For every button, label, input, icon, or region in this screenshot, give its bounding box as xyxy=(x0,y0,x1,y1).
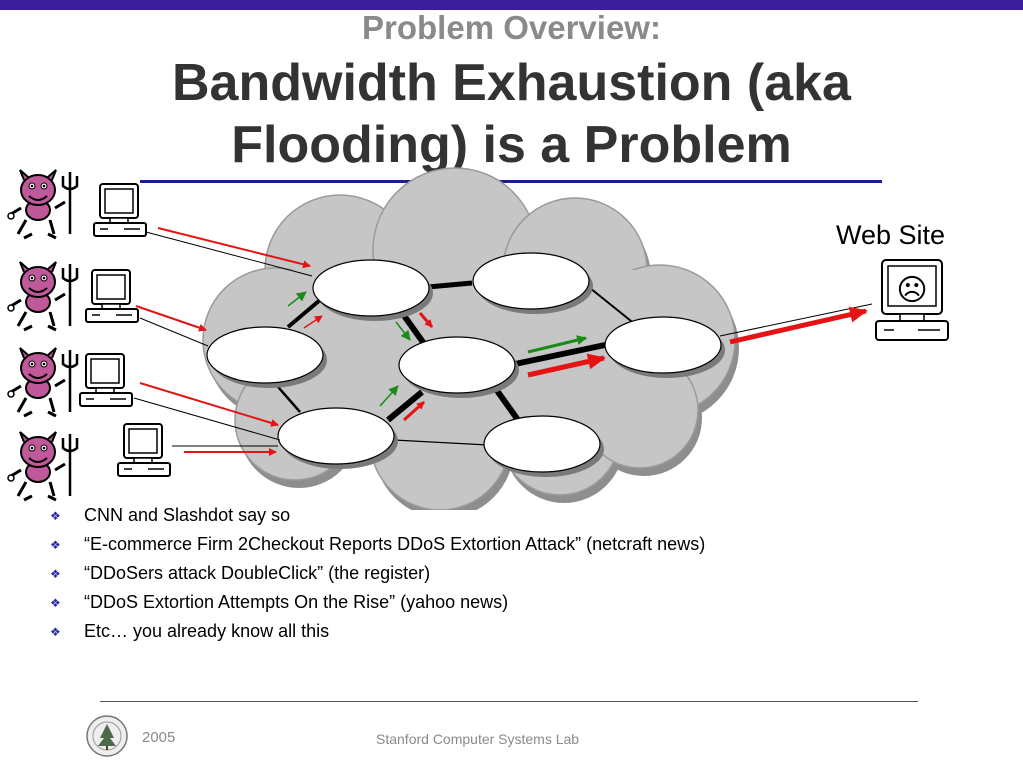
stanford-seal-icon xyxy=(86,715,128,757)
bullet-diamond-icon: ❖ xyxy=(50,625,61,639)
attacker-computer-icon-2 xyxy=(85,269,139,323)
router-node xyxy=(604,316,722,374)
top-accent-bar xyxy=(0,0,1023,10)
router-nodes xyxy=(206,252,725,477)
router-node xyxy=(312,259,430,317)
bullet-diamond-icon: ❖ xyxy=(50,567,61,581)
router-node xyxy=(277,407,395,465)
attacker-computer-icon-4 xyxy=(117,423,171,477)
bullet-item: ❖Etc… you already know all this xyxy=(48,619,705,648)
attacker-devil-icon-1 xyxy=(6,168,79,240)
router-node xyxy=(398,336,516,394)
router-node xyxy=(206,326,324,384)
bullet-item: ❖“E-commerce Firm 2Checkout Reports DDoS… xyxy=(48,532,705,561)
attacker-devil-icon-4 xyxy=(6,430,79,502)
attacker-computer-icon-3 xyxy=(79,353,133,407)
attack-arrows xyxy=(135,227,868,456)
bullet-diamond-icon: ❖ xyxy=(50,538,61,552)
web-site-label: Web Site xyxy=(836,220,946,250)
bullet-diamond-icon: ❖ xyxy=(50,596,61,610)
slide-title-line-1: Bandwidth Exhaustion (aka xyxy=(172,54,851,112)
bullet-diamond-icon: ❖ xyxy=(50,509,61,523)
bullet-item: ❖“DDoS Extortion Attempts On the Rise” (… xyxy=(48,590,705,619)
title-underline xyxy=(140,180,882,183)
router-node xyxy=(472,252,590,310)
footer-lab-name: Stanford Computer Systems Lab xyxy=(376,731,580,747)
legit-arrows xyxy=(287,291,587,407)
footer-rule xyxy=(100,701,918,702)
access-links xyxy=(133,231,873,447)
router-node xyxy=(483,415,601,473)
network-diagram: ☹ xyxy=(6,167,949,510)
attacker-devil-icon-2 xyxy=(6,260,79,332)
slide-subtitle: Problem Overview: xyxy=(362,9,661,46)
bullet-item: ❖“DDoSers attack DoubleClick” (the regis… xyxy=(48,561,705,590)
bullet-list: ❖CNN and Slashdot say so ❖“E-commerce Fi… xyxy=(48,503,705,648)
footer-year: 2005 xyxy=(142,729,176,746)
web-site-computer-icon: ☹ xyxy=(875,259,949,341)
slide-title: Bandwidth Exhaustion (aka Flooding) is a… xyxy=(0,52,1023,176)
attacker-computer-icon-1 xyxy=(93,183,147,237)
sad-face-icon: ☹ xyxy=(896,273,927,308)
attacker-devil-icon-3 xyxy=(6,346,79,418)
bullet-item: ❖CNN and Slashdot say so xyxy=(48,503,705,532)
slide-title-line-2: Flooding) is a Problem xyxy=(231,116,792,174)
